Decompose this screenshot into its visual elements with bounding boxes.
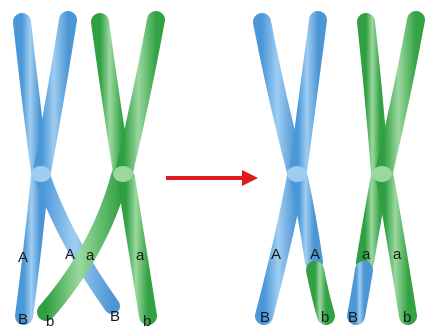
green-chromatid-upper-right <box>124 20 156 172</box>
allele-label: A <box>65 246 75 263</box>
allele-label: b <box>403 309 411 326</box>
green-chromatid-upper-left <box>366 22 380 172</box>
allele-label: A <box>18 249 28 266</box>
allele-label: A <box>310 246 320 263</box>
blue-centromere-after <box>287 166 307 182</box>
blue-chromosome-after <box>262 20 326 316</box>
allele-label: B <box>348 309 358 326</box>
allele-label: a <box>136 247 145 264</box>
allele-label: a <box>362 246 371 263</box>
allele-label: B <box>260 309 270 326</box>
allele-label: a <box>393 246 402 263</box>
blue-chromatid-lower-left <box>24 176 40 316</box>
after-pair: A B A b a B a b <box>260 20 416 326</box>
blue-centromere-before <box>31 166 51 182</box>
allele-label: B <box>18 311 28 328</box>
before-pair: A B A B a b a b <box>18 20 156 330</box>
blue-chromatid-upper-right <box>298 20 318 172</box>
blue-chromatid-upper-right <box>42 20 68 172</box>
allele-label: B <box>110 308 120 325</box>
green-chromatid-upper-left <box>100 22 122 172</box>
green-chromosome-after <box>356 20 416 316</box>
allele-label: b <box>321 309 329 326</box>
right-arrow-icon <box>166 170 258 186</box>
allele-label: A <box>271 246 281 263</box>
green-chromatid-upper-right <box>384 20 416 172</box>
blue-chromatid-upper-left <box>262 22 296 172</box>
green-centromere-before <box>113 166 133 182</box>
allele-label: a <box>86 247 95 264</box>
allele-label: b <box>143 313 151 330</box>
green-centromere-after <box>372 166 392 182</box>
allele-label: b <box>46 313 54 330</box>
